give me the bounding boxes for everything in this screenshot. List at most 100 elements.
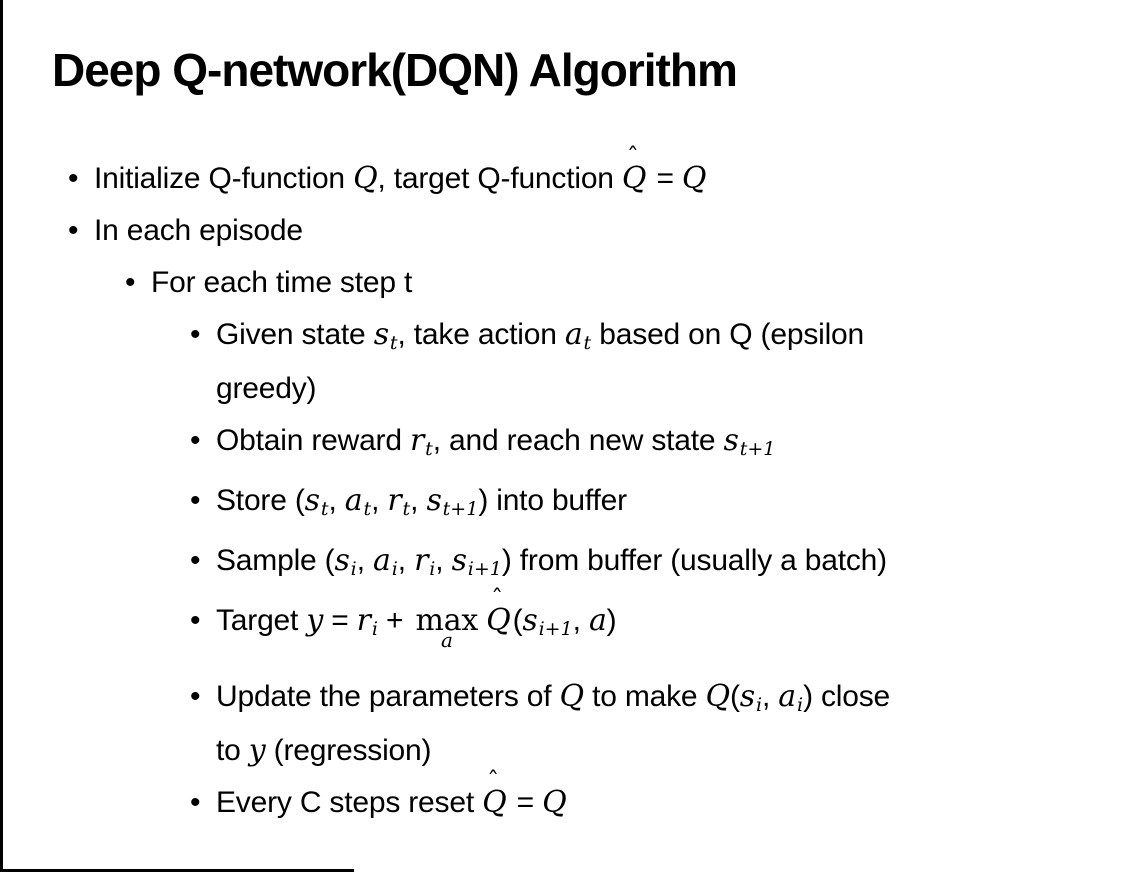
math-var-sub: at bbox=[565, 317, 591, 354]
bullet-line: For each time step t bbox=[151, 260, 412, 306]
math-var: r bbox=[414, 542, 429, 578]
math-var: s bbox=[522, 602, 538, 638]
math-var: Q bbox=[542, 784, 567, 820]
math-var: a bbox=[373, 542, 391, 578]
bullet-text: In each episode bbox=[94, 208, 303, 254]
bullet-text: Obtain reward rt, and reach new state st… bbox=[216, 418, 775, 472]
math-subscript: t bbox=[363, 497, 372, 520]
math-subscript: i bbox=[429, 557, 436, 580]
bullet-item: • Update the parameters of Q to make Q(si… bbox=[190, 674, 1124, 774]
text-run: to make bbox=[583, 679, 706, 713]
math-subscript: i+1 bbox=[538, 617, 573, 640]
text-run: , bbox=[572, 603, 589, 637]
math-var: a bbox=[344, 482, 363, 518]
bullet-icon: • bbox=[125, 265, 136, 299]
math-var: s bbox=[723, 422, 739, 458]
math-var: Q bbox=[705, 678, 731, 714]
text-run: to bbox=[216, 733, 249, 767]
text-run: , bbox=[435, 543, 452, 577]
text-run: Given state bbox=[216, 317, 374, 351]
math-var: Q bbox=[353, 160, 378, 196]
bullet-line: In each episode bbox=[94, 208, 303, 254]
bullet-item: •In each episode bbox=[68, 208, 1124, 254]
math-var: s bbox=[373, 316, 389, 352]
bullet-line: Initialize Q-function Q, target Q-functi… bbox=[94, 145, 707, 202]
text-run: Update the parameters of bbox=[216, 679, 560, 713]
math-var-sub: ri bbox=[356, 602, 378, 640]
text-run: Initialize Q-function bbox=[94, 161, 354, 195]
bullet-icon: • bbox=[190, 603, 201, 637]
slide-bottom-border bbox=[0, 869, 354, 872]
math-var-sub: st+1 bbox=[723, 422, 776, 460]
text-run: , take action bbox=[397, 317, 565, 351]
text-run: Every C steps reset bbox=[216, 785, 483, 819]
math-var: r bbox=[387, 482, 402, 518]
bullet-icon: • bbox=[190, 423, 201, 457]
math-var-sub: ai bbox=[373, 542, 398, 580]
text-run: Store ( bbox=[216, 483, 305, 517]
math-subscript: i bbox=[371, 617, 378, 640]
bullet-line: Sample (si, ai, ri, si+1) from buffer (u… bbox=[216, 538, 887, 592]
math-var-sub: at bbox=[344, 482, 372, 520]
text-run: ) close bbox=[803, 679, 891, 713]
math-subscript: t bbox=[389, 331, 398, 354]
math-var: r bbox=[356, 602, 371, 638]
text-run: , and reach new state bbox=[432, 423, 724, 457]
text-run: ( bbox=[512, 603, 523, 637]
math-var-sub: ai bbox=[778, 679, 804, 716]
text-run: , bbox=[328, 483, 345, 517]
bullet-text: Given state st, take action at based on … bbox=[216, 312, 864, 412]
bullet-list: • Initialize Q-function Q, target Q-funct… bbox=[0, 145, 1124, 826]
math-subscript: t bbox=[320, 497, 329, 520]
math-var-sub: si bbox=[334, 543, 356, 580]
text-run: ) bbox=[606, 603, 617, 637]
math-var-sub: si bbox=[739, 678, 763, 716]
text-run: In each episode bbox=[94, 213, 303, 247]
math-var-sub: rt bbox=[387, 482, 410, 520]
bullet-item: •Initialize Q-function Q, target Q-funct… bbox=[68, 145, 1124, 202]
bullet-icon: • bbox=[190, 543, 201, 577]
text-run: Sample ( bbox=[216, 543, 335, 577]
text-run: (regression) bbox=[265, 733, 432, 767]
bullet-line: to y (regression) bbox=[216, 728, 890, 774]
bullet-line: Given state st, take action at based on … bbox=[216, 312, 864, 366]
bullet-text: Initialize Q-function Q, target Q-functi… bbox=[94, 145, 707, 202]
bullet-icon: • bbox=[190, 785, 201, 819]
text-run: based on Q (epsilon bbox=[591, 317, 865, 351]
math-var-sub: st+1 bbox=[426, 483, 479, 520]
text-run: , bbox=[762, 679, 779, 713]
text-run: ) from buffer (usually a batch) bbox=[501, 543, 887, 577]
bullet-line: Update the parameters of Q to make Q(si,… bbox=[216, 674, 890, 728]
math-subscript: t+1 bbox=[739, 437, 776, 460]
math-var-sub: si+1 bbox=[522, 602, 573, 640]
text-run: For each time step t bbox=[151, 265, 413, 299]
bullet-icon: • bbox=[190, 679, 201, 713]
bullet-line: Obtain reward rt, and reach new state st… bbox=[216, 418, 775, 472]
math-var: a bbox=[588, 602, 607, 638]
text-run: , bbox=[397, 543, 415, 577]
slide-left-border bbox=[0, 0, 3, 872]
hat-accent-icon: ˆ bbox=[626, 142, 639, 171]
math-subscript: i bbox=[755, 693, 763, 716]
text-run: + bbox=[377, 603, 412, 637]
text-run: Target bbox=[216, 603, 307, 637]
math-var: y bbox=[306, 602, 324, 638]
math-subscript: i bbox=[796, 693, 804, 716]
math-subscript: t+1 bbox=[442, 497, 479, 520]
text-run: = bbox=[323, 603, 357, 637]
bullet-text: For each time step t bbox=[151, 260, 412, 306]
bullet-item: • For each time step t bbox=[125, 260, 1124, 306]
math-var: s bbox=[739, 678, 755, 714]
math-subscript: i+1 bbox=[467, 557, 502, 580]
text-run: greedy) bbox=[216, 371, 317, 405]
text-run: , bbox=[356, 543, 374, 577]
hat-accent-icon: ˆ bbox=[487, 766, 499, 795]
text-run: , bbox=[371, 483, 388, 517]
